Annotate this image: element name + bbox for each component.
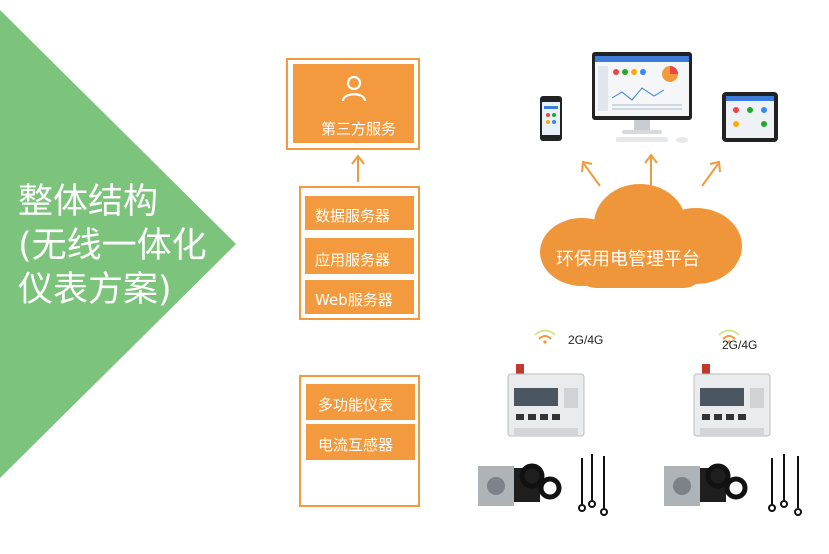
meter-set-right	[664, 364, 802, 516]
cloud-platform	[540, 184, 742, 288]
server-label-web: Web服务器	[315, 291, 393, 309]
current-transformer-icon	[664, 463, 748, 506]
meter-icon	[693, 364, 771, 437]
arrow-up-icon	[351, 154, 365, 182]
title-line-3: 仪表方案)	[18, 270, 172, 310]
server-label-app: 应用服务器	[315, 251, 391, 269]
third-party-box: 第三方服务	[293, 64, 414, 143]
wifi-signal-icon-left	[534, 329, 556, 344]
tablet-icon	[722, 92, 778, 142]
server-label-data: 数据服务器	[315, 207, 391, 225]
cloud-label: 环保用电管理平台	[556, 249, 700, 270]
device-label-ct: 电流互感器	[318, 436, 394, 454]
signal-label-left: 2G/4G	[568, 333, 604, 347]
cloud-arrows	[581, 153, 721, 187]
meter-icon	[507, 364, 585, 437]
title-line-2: (无线一体化	[18, 226, 207, 266]
server-box-data: 数据服务器	[305, 196, 414, 230]
device-box-ct: 电流互感器	[306, 424, 415, 460]
current-transformer-icon	[478, 463, 562, 506]
device-box-meter: 多功能仪表	[306, 384, 415, 420]
phone-icon	[540, 96, 562, 141]
user-icon	[341, 75, 367, 102]
device-label-meter: 多功能仪表	[318, 396, 394, 414]
third-party-label: 第三方服务	[321, 120, 397, 138]
monitor-icon	[592, 52, 692, 143]
temperature-sensor-icon	[768, 454, 802, 516]
temperature-sensor-icon	[578, 454, 608, 516]
page-title: 整体结构 (无线一体化 仪表方案)	[18, 180, 228, 312]
title-triangle	[0, 10, 236, 478]
title-line-1: 整体结构	[18, 182, 159, 222]
wifi-signal-icon-right	[718, 329, 740, 344]
server-box-app: 应用服务器	[305, 238, 414, 274]
signal-label-right: 2G/4G	[722, 338, 758, 352]
meter-set-left	[478, 364, 608, 516]
client-devices-illustration	[540, 52, 778, 143]
server-box-web: Web服务器	[305, 280, 414, 314]
